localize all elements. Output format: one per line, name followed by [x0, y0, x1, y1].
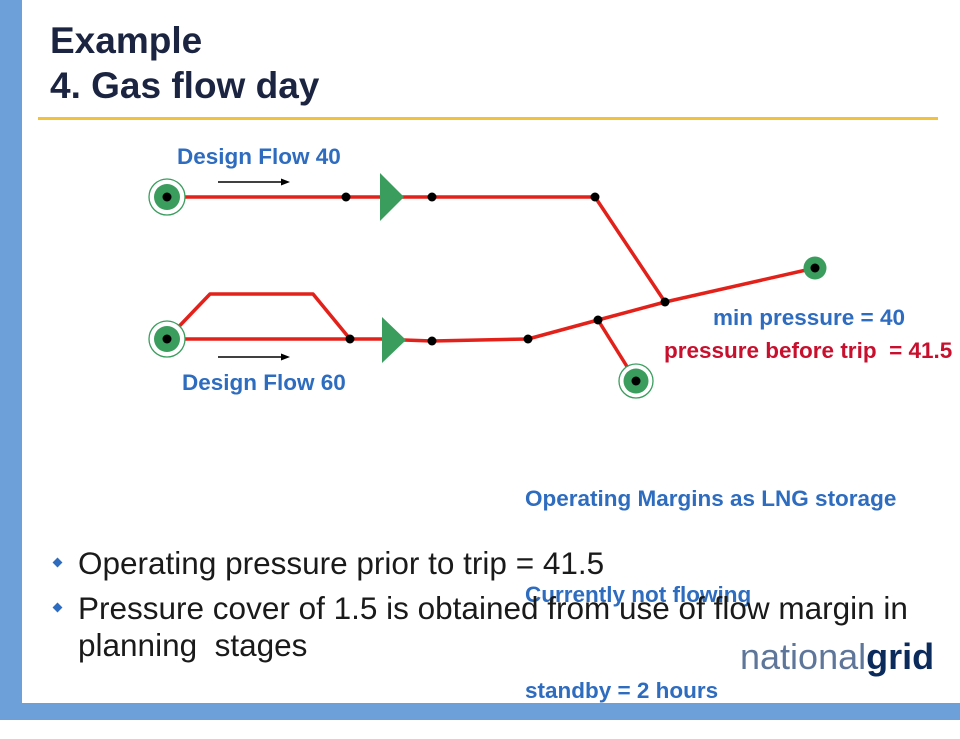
design-flow-top-label: Design Flow 40 [177, 144, 341, 169]
national-grid-logo: nationalgrid [740, 637, 934, 677]
slide-frame-left [0, 0, 22, 720]
supply-node-top [148, 178, 186, 216]
slide-frame-bottom [0, 703, 960, 720]
valve-triangle-bottom [382, 317, 406, 363]
title-divider [38, 117, 938, 120]
node-center-dot [162, 334, 172, 344]
logo-word-national: national [740, 636, 867, 677]
demand-node [803, 256, 827, 280]
supply-node-bottom [148, 320, 186, 358]
diamond-bullet-icon [50, 545, 78, 582]
diamond-bullet-icon [50, 590, 78, 627]
pipe-bottom-bypass [165, 292, 352, 341]
node-center-dot [810, 263, 820, 273]
bullet-text: Operating pressure prior to trip = 41.5 [78, 545, 605, 581]
arrow-head [281, 178, 290, 186]
node-center-dot [162, 192, 172, 202]
lng-note-line: Operating Margins as LNG storage [525, 486, 897, 511]
junction-dot [427, 336, 437, 346]
pipe-bottom-main [402, 266, 817, 343]
pipe-top-main [165, 195, 667, 304]
pressure-before-trip-label: pressure before trip = 41.5 [664, 338, 953, 363]
bullet-text: Pressure cover of 1.5 is obtained from u… [78, 590, 917, 663]
flow-arrow-bottom [218, 353, 290, 361]
title-line-2: 4. Gas flow day [50, 65, 320, 106]
title-line-1: Example [50, 20, 203, 61]
junction-dot [593, 315, 603, 325]
logo-word-grid: grid [866, 636, 935, 677]
bullet-item: Operating pressure prior to trip = 41.5 [50, 545, 950, 582]
slide-title: Example 4. Gas flow day [50, 18, 319, 108]
bullet-list: Operating pressure prior to trip = 41.5 … [50, 545, 950, 664]
lng-storage-node [618, 363, 654, 399]
lng-note-line: Currently not flowing [525, 582, 752, 607]
lng-storage-note: Operating Margins as LNG storage Current… [525, 419, 896, 739]
junction-dot [590, 192, 600, 202]
junction-dot [660, 297, 670, 307]
junction-dot [341, 192, 351, 202]
min-pressure-label: min pressure = 40 [713, 305, 905, 330]
bullet-item: Pressure cover of 1.5 is obtained from u… [50, 590, 950, 664]
design-flow-bottom-label: Design Flow 60 [182, 370, 346, 395]
node-center-dot [631, 376, 641, 386]
junction-dot [523, 334, 533, 344]
arrow-head [281, 353, 290, 361]
junction-dot [345, 334, 355, 344]
pipeline-network-diagram [148, 173, 827, 399]
flow-arrow-top [218, 178, 290, 186]
lng-note-line: standby = 2 hours [525, 678, 719, 703]
valve-triangle-top [380, 173, 404, 221]
junction-dot [427, 192, 437, 202]
